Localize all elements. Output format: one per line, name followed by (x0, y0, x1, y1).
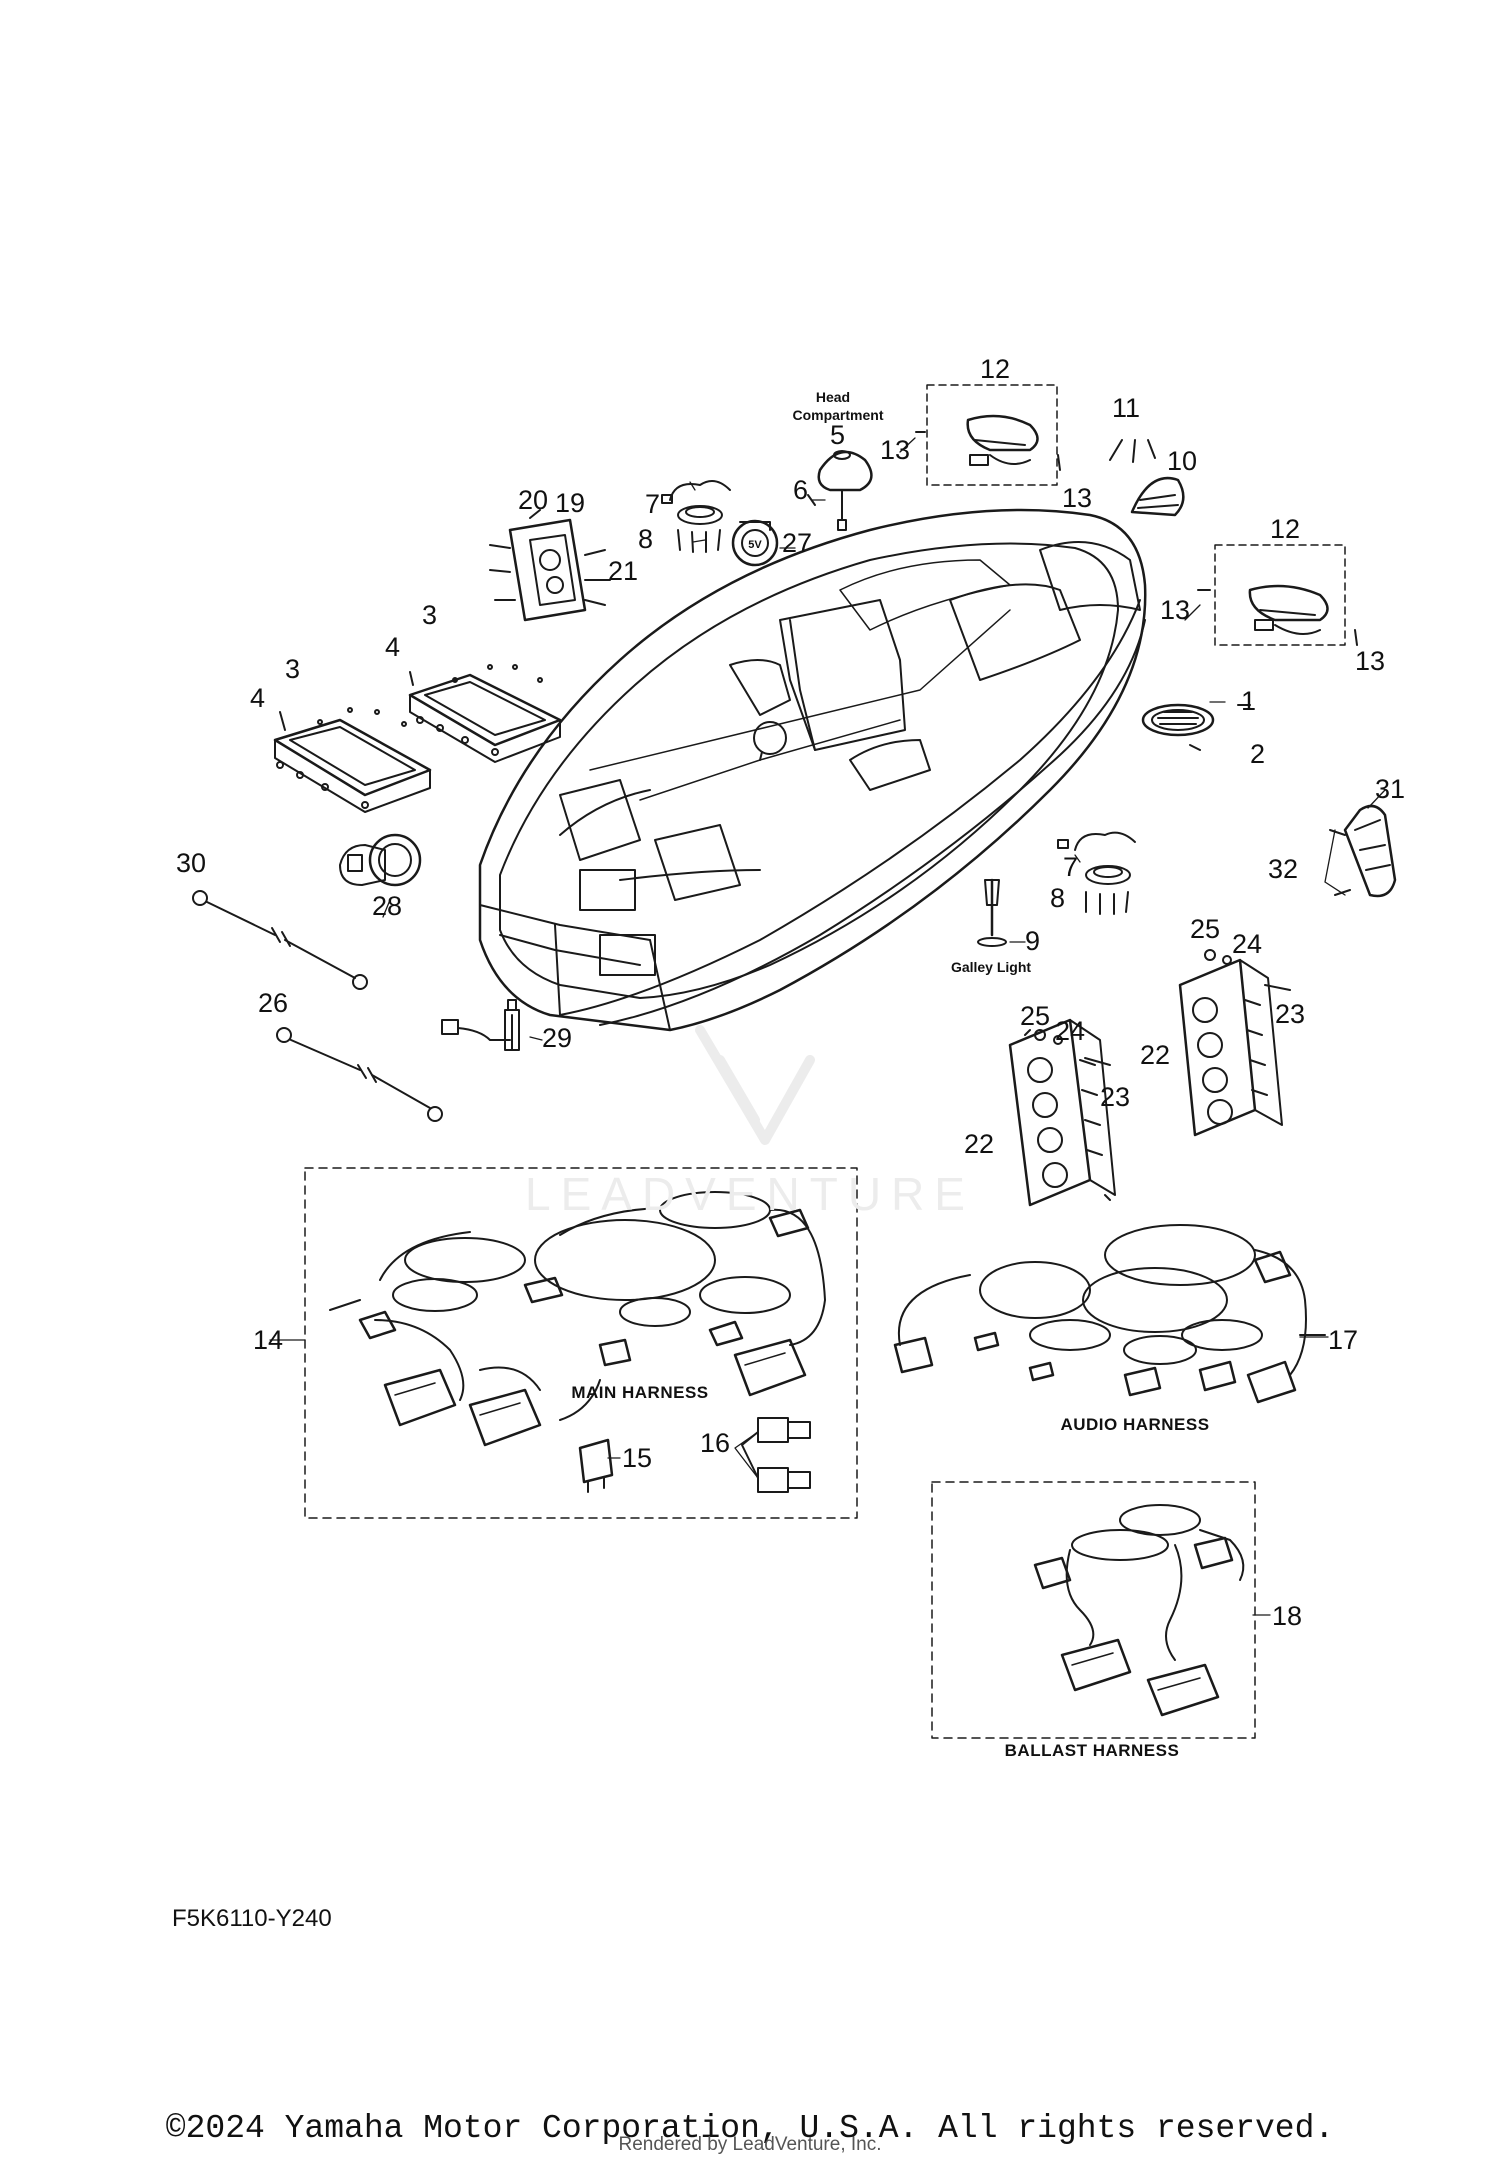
relay-15 (578, 1438, 614, 1493)
callout-12-top: 12 (980, 354, 1010, 384)
callout-28: 28 (372, 891, 402, 921)
callout-box-12-top (926, 384, 1058, 486)
fuse-box-22-lower (1008, 1018, 1116, 1207)
courtesy-light-7-top (661, 480, 731, 525)
callout-32: 32 (1268, 854, 1298, 884)
callout-12-right: 12 (1270, 514, 1300, 544)
callout-8-top: 8 (638, 524, 653, 554)
audio-harness-17 (893, 1224, 1326, 1404)
overhead-light-top (915, 414, 1061, 471)
callout-7-top: 7 (645, 489, 660, 519)
callout-29: 29 (542, 1023, 572, 1053)
callout-3-left: 3 (285, 654, 300, 684)
battery-tray-right (408, 664, 562, 763)
callout-13-right-left: 13 (1160, 595, 1190, 625)
ground-cable-30 (192, 890, 368, 990)
power-socket-28 (339, 833, 422, 887)
callout-23-upper: 23 (1275, 999, 1305, 1029)
callout-4-left: 4 (250, 683, 265, 713)
callout-24-lower: 24 (1055, 1016, 1085, 1046)
callout-10: 10 (1167, 446, 1197, 476)
diagram-code: F5K6110-Y240 (172, 1905, 332, 1932)
callout-31: 31 (1375, 774, 1405, 804)
usb-badge-text: 5V (748, 539, 762, 551)
callout-13-right-right: 13 (1355, 646, 1385, 676)
diagram-captions: Head Compartment Galley Light MAIN HARNE… (172, 389, 1209, 1932)
battery-tray-left (273, 707, 432, 813)
callout-1: 1 (1241, 686, 1256, 716)
callout-18: 18 (1272, 1601, 1302, 1631)
callout-15: 15 (622, 1443, 652, 1473)
copyright-notice: ©2024 Yamaha Motor Corporation, U.S.A. A… (165, 2110, 1335, 2147)
overhead-light-right (1197, 584, 1358, 646)
callout-20: 20 (518, 485, 548, 515)
fuse-box-22-upper (1178, 958, 1283, 1137)
screws-11 (1109, 439, 1156, 463)
callout-9: 9 (1025, 926, 1040, 956)
main-harness-14 (304, 1167, 858, 1519)
bolt-4-right (409, 671, 414, 686)
dome-light-10 (1130, 476, 1185, 517)
callout-26: 26 (258, 988, 288, 1018)
caption-ballast-harness: BALLAST HARNESS (1005, 1741, 1180, 1760)
callout-4-right: 4 (385, 632, 400, 662)
callout-27: 27 (782, 528, 812, 558)
sensor-29 (441, 999, 520, 1051)
callout-21: 21 (608, 556, 638, 586)
screws-8-lower (1085, 891, 1129, 915)
rendered-by-credit: Rendered by LeadVenture, Inc. (618, 2134, 882, 2155)
callout-6: 6 (793, 475, 808, 505)
callout-25-lower: 25 (1020, 1001, 1050, 1031)
switch-panel-bracket (489, 509, 611, 622)
watermark-text: LEADVENTURE (525, 1168, 975, 1220)
callout-2: 2 (1250, 739, 1265, 769)
callout-3-right: 3 (422, 600, 437, 630)
callout-11: 11 (1112, 393, 1140, 423)
callout-13-top-right: 13 (1062, 483, 1092, 513)
speaker-1 (1141, 703, 1251, 751)
side-cover-31 (1329, 804, 1397, 898)
callout-14: 14 (253, 1325, 283, 1355)
ballast-harness-18 (931, 1481, 1256, 1739)
caption-head-compartment-2: Compartment (792, 407, 883, 423)
callout-13-top-left: 13 (880, 435, 910, 465)
leadventure-watermark (695, 1025, 815, 1145)
callout-box-12-right (1214, 544, 1346, 646)
courtesy-light-7-lower (1057, 831, 1136, 885)
usb-charger-27 (731, 519, 779, 567)
bolt-4-left (279, 711, 286, 731)
callout-22-lower: 22 (964, 1129, 994, 1159)
callout-numbers: 1 2 3 3 4 4 5 6 7 7 8 8 9 10 11 12 12 13… (176, 354, 1405, 1631)
callout-30: 30 (176, 848, 206, 878)
galley-light-9 (977, 878, 1007, 947)
callout-8-lower: 8 (1050, 883, 1065, 913)
callout-16: 16 (700, 1428, 730, 1458)
callout-22-upper: 22 (1140, 1040, 1170, 1070)
ground-cable-26 (276, 1027, 443, 1122)
connectors-16 (741, 1417, 811, 1493)
callout-25-upper: 25 (1190, 914, 1220, 944)
caption-main-harness: MAIN HARNESS (571, 1383, 708, 1402)
head-compartment-light (807, 450, 873, 531)
boat-hull-illustration (478, 508, 1147, 1032)
caption-galley-light: Galley Light (951, 959, 1031, 975)
callout-5: 5 (830, 420, 845, 450)
fasteners-23-24-25 (1034, 949, 1291, 1066)
callout-17: 17 (1328, 1325, 1358, 1355)
leader-lines (269, 437, 1386, 1616)
callout-24-upper: 24 (1232, 929, 1262, 959)
callout-7-lower: 7 (1063, 852, 1078, 882)
callout-23-lower: 23 (1100, 1082, 1130, 1112)
caption-audio-harness: AUDIO HARNESS (1060, 1415, 1209, 1434)
callout-19: 19 (555, 488, 585, 518)
caption-head-compartment-1: Head (816, 389, 850, 405)
